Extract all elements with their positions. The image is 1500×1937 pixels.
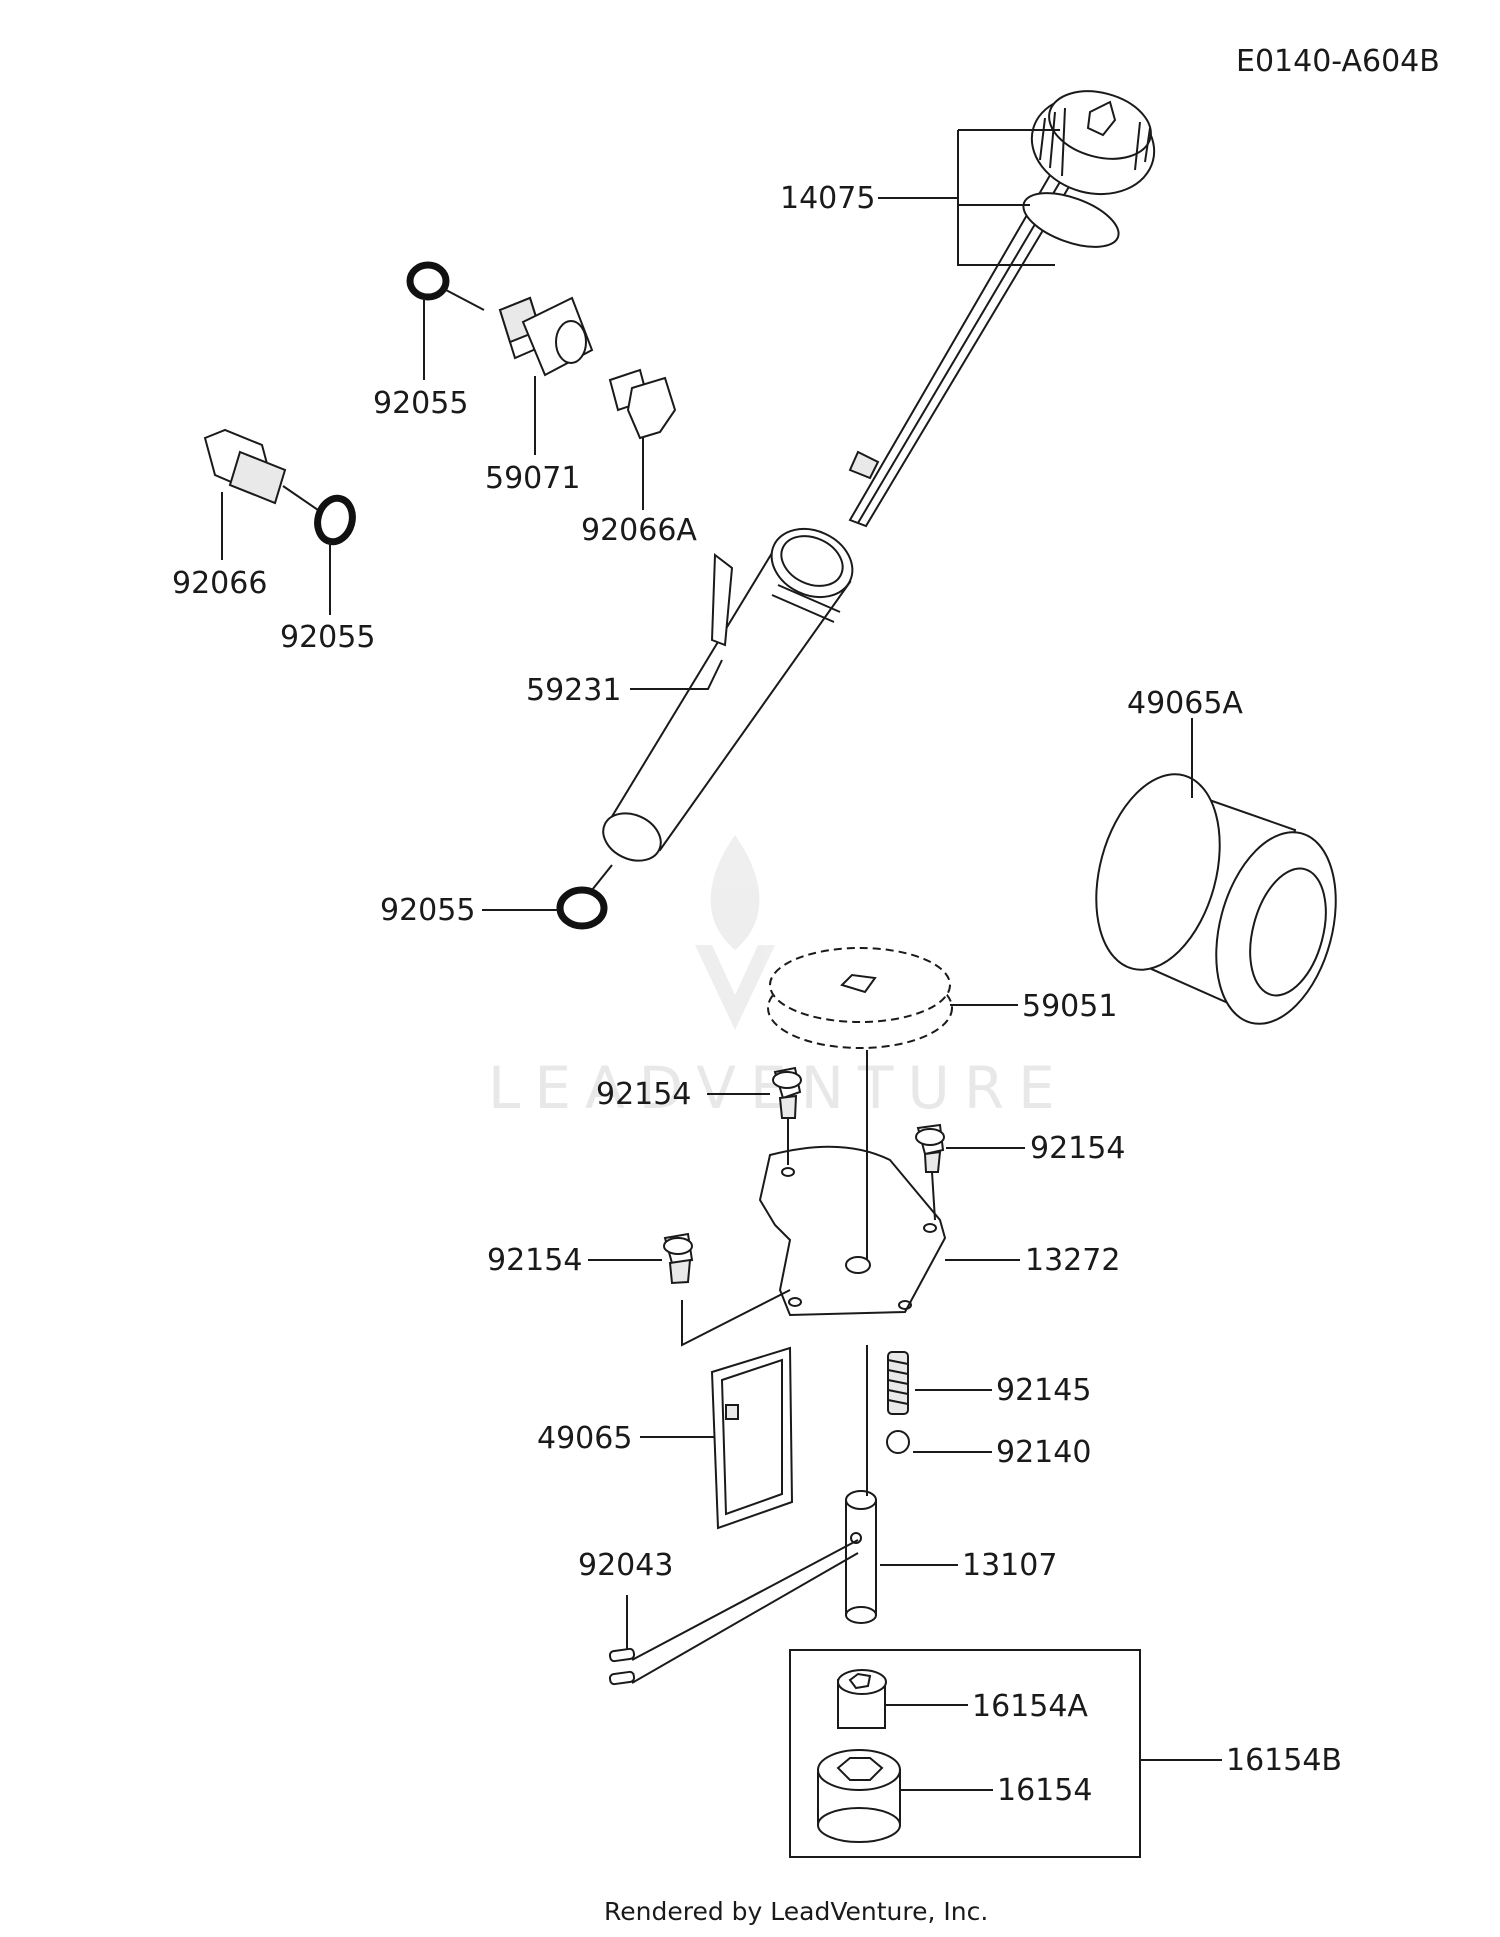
callout-dipstick: 14075 <box>780 181 875 216</box>
watermark: LEADVENTURE <box>488 835 1069 1122</box>
shaft-part[interactable] <box>845 1490 877 1624</box>
callout-ball: 92140 <box>996 1435 1091 1470</box>
callout-rotor-inner: 16154A <box>972 1689 1088 1724</box>
callout-spring: 92145 <box>996 1373 1091 1408</box>
callout-filler-tube: 59231 <box>526 673 621 708</box>
callout-oring-upper: 92055 <box>373 386 468 421</box>
fitting-part[interactable] <box>498 296 594 377</box>
callout-bolt-left: 92154 <box>487 1243 582 1278</box>
o-ring-tube-part[interactable] <box>556 886 608 930</box>
o-ring-plug-part[interactable] <box>313 494 357 546</box>
filler-tube-part[interactable] <box>596 516 864 869</box>
bolt-right-part[interactable] <box>915 1123 945 1173</box>
callout-rotor-outer: 16154 <box>997 1773 1092 1808</box>
callout-pins: 92043 <box>578 1548 673 1583</box>
bolt-left-part[interactable] <box>663 1232 694 1285</box>
footer-credit: Rendered by LeadVenture, Inc. <box>604 1897 988 1926</box>
callout-oil-filter: 49065A <box>1127 686 1243 721</box>
callout-pump-cover: 13272 <box>1025 1243 1120 1278</box>
callout-oring-plug: 92055 <box>280 620 375 655</box>
callout-pump-gear: 59051 <box>1022 989 1117 1024</box>
leader-lines <box>221 129 1222 1791</box>
dipstick-part[interactable] <box>848 81 1165 528</box>
callout-oring-tube: 92055 <box>380 893 475 928</box>
diagram-code: E0140-A604B <box>1236 44 1440 79</box>
callout-plug: 92066 <box>172 566 267 601</box>
callout-bolt-top: 92154 <box>596 1077 691 1112</box>
callout-bolt-right: 92154 <box>1030 1131 1125 1166</box>
inner-rotor-part[interactable] <box>837 1669 887 1729</box>
callout-shaft: 13107 <box>962 1548 1057 1583</box>
plug-part[interactable] <box>203 428 287 505</box>
watermark-text: LEADVENTURE <box>488 1054 1069 1122</box>
spring-part[interactable] <box>887 1351 909 1415</box>
oil-filter-part[interactable] <box>1076 760 1355 1037</box>
callout-strainer: 49065 <box>537 1421 632 1456</box>
bolt-top-part[interactable] <box>772 1066 802 1119</box>
callout-fitting: 59071 <box>485 461 580 496</box>
ball-part[interactable] <box>886 1430 910 1454</box>
rotor-set-box[interactable] <box>789 1649 1141 1858</box>
plug-small-part[interactable] <box>608 368 677 440</box>
pins-part[interactable] <box>608 1647 636 1686</box>
callout-labels: 14075 92055 59071 92066A 92066 92055 592… <box>172 181 1342 1808</box>
strainer-part[interactable] <box>710 1346 794 1530</box>
o-ring-upper-part[interactable] <box>406 261 450 301</box>
outer-rotor-part[interactable] <box>817 1749 901 1843</box>
pump-gear-part[interactable] <box>767 947 953 1049</box>
v-logo-icon <box>695 945 775 1030</box>
callout-plug-small: 92066A <box>581 513 697 548</box>
flame-logo-icon <box>710 835 760 950</box>
callout-rotor-set: 16154B <box>1226 1743 1342 1778</box>
pump-cover-part[interactable] <box>758 1145 947 1317</box>
